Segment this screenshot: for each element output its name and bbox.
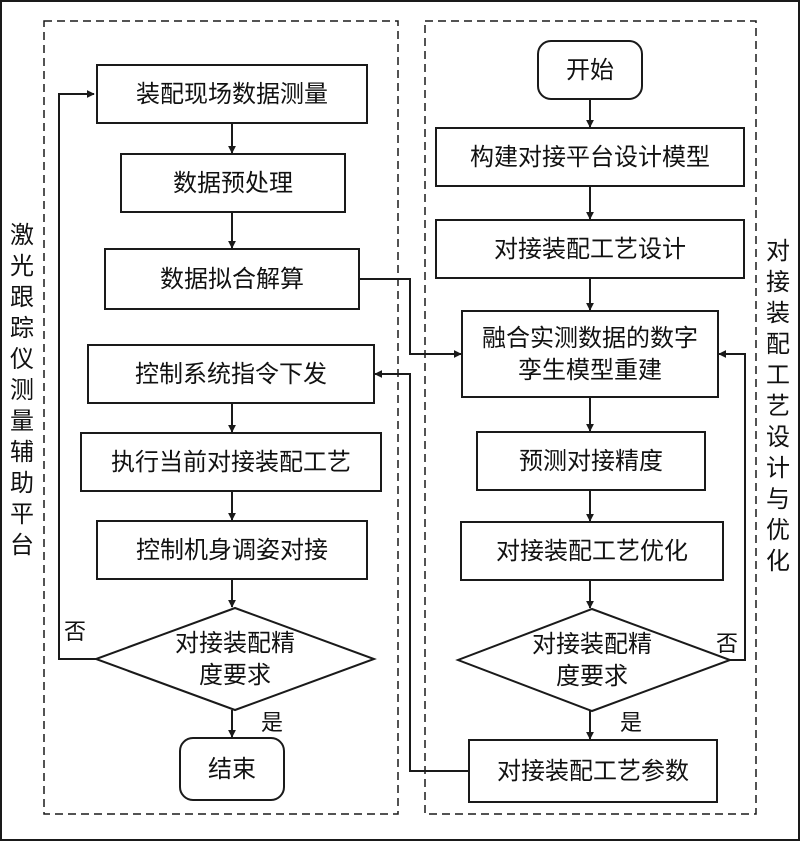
- left-yes-label: 是: [261, 711, 284, 736]
- arrow-right-no-loop: [718, 350, 746, 661]
- start-node: 开始: [537, 40, 643, 100]
- step-design-docking-process: 对接装配工艺设计: [435, 219, 745, 279]
- right-no-label: 否: [716, 632, 739, 657]
- step-adjust-fuselage-posture: 控制机身调姿对接: [96, 520, 368, 580]
- left-no-label: 否: [64, 620, 87, 645]
- output-process-parameters: 对接装配工艺参数: [468, 739, 718, 803]
- right-yes-label: 是: [620, 711, 643, 736]
- arrow-left-no-loop: [58, 90, 96, 660]
- arrow-params-to-control: [374, 370, 468, 772]
- right-panel-label: 对接装配工艺设计与优化: [766, 237, 790, 575]
- step-predict-docking-accuracy: 预测对接精度: [476, 431, 706, 491]
- left-decision-shape: [93, 606, 377, 712]
- step-rebuild-digital-twin: 融合实测数据的数字孪生模型重建: [461, 310, 719, 398]
- step-optimize-docking-process: 对接装配工艺优化: [460, 521, 724, 581]
- right-decision-text: 对接装配精度要求: [532, 630, 652, 690]
- step-execute-docking-process: 执行当前对接装配工艺: [80, 432, 382, 492]
- right-decision-shape: [455, 607, 733, 713]
- left-decision-text: 对接装配精度要求: [175, 629, 295, 689]
- left-panel-label: 激光跟踪仪测量辅助平台: [10, 221, 34, 559]
- step-preprocess-data: 数据预处理: [120, 153, 346, 213]
- left-panel-frame: [43, 20, 399, 815]
- step-fit-solve-data: 数据拟合解算: [104, 248, 360, 310]
- right-panel-frame: [424, 20, 757, 815]
- arrow-fit-to-twin: [360, 278, 462, 358]
- step-measure-site-data: 装配现场数据测量: [96, 64, 368, 124]
- end-node: 结束: [179, 737, 285, 801]
- step-build-platform-model: 构建对接平台设计模型: [435, 127, 745, 187]
- step-issue-control-commands: 控制系统指令下发: [87, 344, 375, 404]
